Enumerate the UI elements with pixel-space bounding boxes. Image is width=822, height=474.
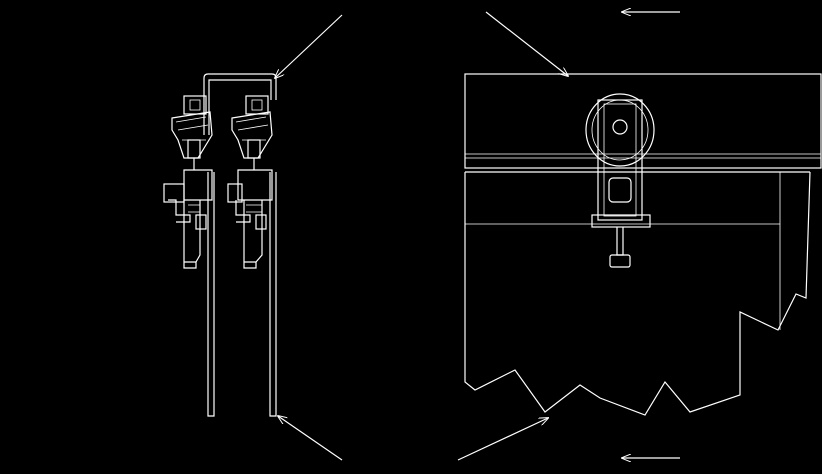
section-view (163, 73, 277, 417)
door-panel (464, 171, 811, 416)
top-middle-leader (485, 11, 568, 76)
bottom-middle-leader (457, 418, 548, 461)
left-trolley (163, 95, 213, 269)
bottom-left-leader (278, 416, 343, 461)
trolley-wheel (585, 93, 655, 268)
left-door-leaf (207, 172, 215, 417)
track-beam (464, 73, 822, 169)
top-left-leader (275, 14, 343, 78)
front-view (464, 73, 822, 416)
right-trolley (227, 95, 273, 269)
leaders (275, 12, 680, 460)
right-door-leaf (269, 172, 277, 417)
